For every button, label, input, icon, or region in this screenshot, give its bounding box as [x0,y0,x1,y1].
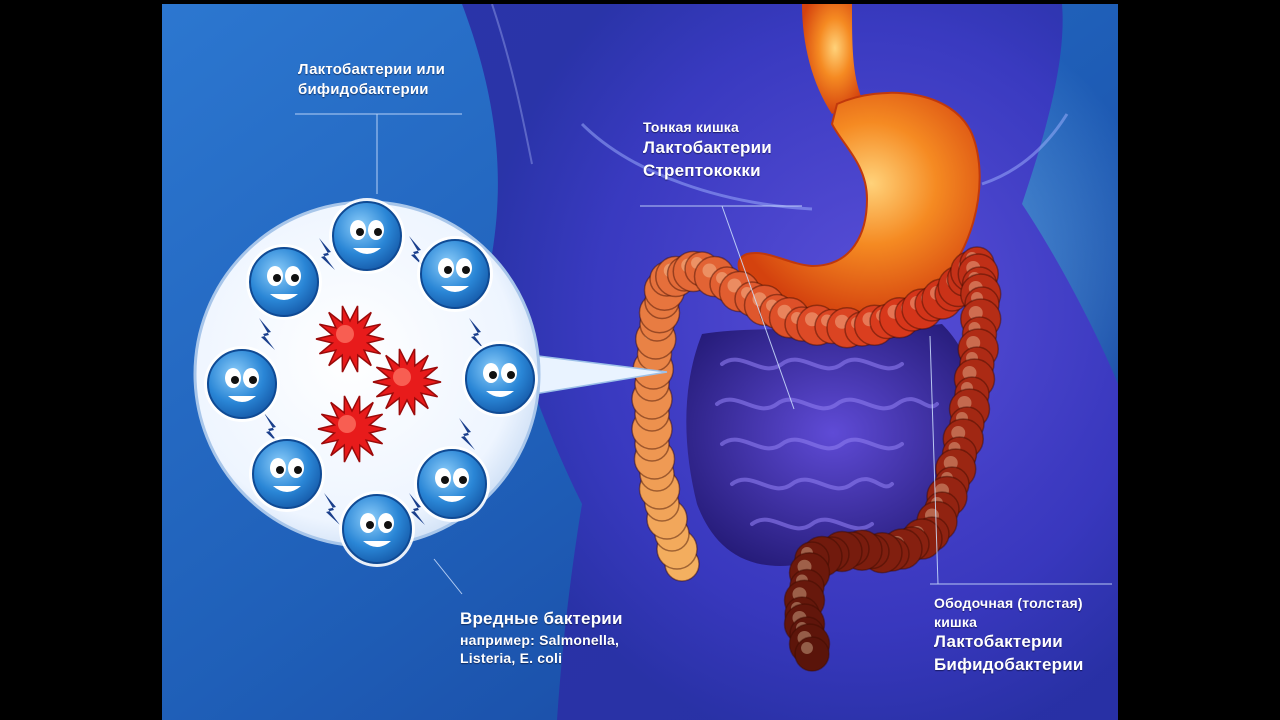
label-probiotic-bacteria: Лактобактерии или бифидобактерии [298,60,445,100]
leader-line [721,205,795,410]
bacterium-pupil [273,274,281,282]
bacterium-pupil [489,371,497,379]
lightning-bolt-icon [259,318,275,350]
colon-highlight [962,366,977,380]
good-bacterium-icon [332,201,402,271]
lightning-bolt-icon [409,493,425,525]
lightning-bolt-icon [459,418,475,450]
colon-segment [794,636,830,672]
harmful-bacterium-highlight [393,368,411,386]
label-line: Listeria, E. coli [460,650,563,667]
label-line: кишка [934,613,978,630]
colon-highlight [727,278,742,293]
label-line: Лактобактерии или [298,61,446,78]
small-intestine-coils [715,357,939,531]
label-line: например: Salmonella, [460,631,620,648]
lightning-bolt-icon [319,238,335,270]
good-bacterium-icon [420,239,490,309]
label-line: Тонкая кишка [643,119,740,135]
colon-highlight [966,336,981,350]
lightning-bolt-icon [409,236,425,268]
bacterium-pupil [462,266,470,274]
good-bacterium-icon [249,247,319,317]
lightning-bolt-icon [469,318,485,350]
colon-highlight [951,426,966,440]
label-colon: Ободочная (толстая) кишка Лактобактерии … [934,594,1084,676]
bacterium-pupil [444,266,452,274]
bacterium-pupil [507,371,515,379]
leader-line [929,335,939,585]
good-bacterium-icon [207,349,277,419]
label-line: Лактобактерии [934,632,1063,652]
bacterium-pupil [374,228,382,236]
lightning-bolt-icon [324,493,340,525]
colon [631,246,1002,672]
colon-highlight [957,396,972,410]
bacteria-group [204,198,538,567]
esophagus [802,4,862,114]
gut-microbiota-illustration [162,4,1118,720]
bacterium-pupil [276,466,284,474]
bacterium-pupil [366,521,374,529]
colon-highlight [943,456,958,470]
body-contour [981,113,1069,186]
bacterium-pupil [231,376,239,384]
good-bacterium-icon [417,449,487,519]
label-harmful-bacteria: Вредные бактерии например: Salmonella, L… [460,608,623,668]
harmful-bacterium-highlight [338,415,356,433]
bacterium-mouth [438,496,466,502]
bacterium-pupil [249,376,257,384]
bacterium-pupil [384,521,392,529]
colon-highlight [801,642,813,654]
small-intestine [686,324,980,566]
bacterium-mouth [270,294,298,300]
label-line: бифидобактерии [298,80,429,98]
good-bacterium-icon [252,439,322,509]
body-contour [491,4,533,165]
good-bacterium-icon [342,494,412,564]
bacterium-pupil [356,228,364,236]
colon-highlight [968,306,983,320]
bacterium-pupil [294,466,302,474]
label-line: Лактобактерии [643,137,772,157]
label-line: Стрептококки [643,160,761,180]
colon-highlight [702,263,717,278]
diagram-frame: Лактобактерии или бифидобактерии Тонкая … [162,4,1118,720]
bacterium-pupil [459,476,467,484]
lightning-bolt-icon [264,413,280,445]
label-line: Вредные бактерии [460,609,623,628]
label-small-intestine: Тонкая кишка Лактобактерии Стрептококки [643,118,772,183]
label-line: Бифидобактерии [934,654,1084,674]
leader-lines [295,113,1112,595]
leader-line [433,558,463,595]
bacterium-mouth [228,396,256,402]
bacterium-mouth [486,391,514,397]
label-line: Ободочная (толстая) [934,595,1083,611]
bacterium-mouth [363,541,391,547]
bacterium-mouth [441,286,469,292]
bacterium-pupil [441,476,449,484]
bacterium-pupil [291,274,299,282]
bacterium-mouth [273,486,301,492]
good-bacterium-icon [465,344,535,414]
bacterium-mouth [353,248,381,254]
harmful-bacterium-highlight [336,325,354,343]
